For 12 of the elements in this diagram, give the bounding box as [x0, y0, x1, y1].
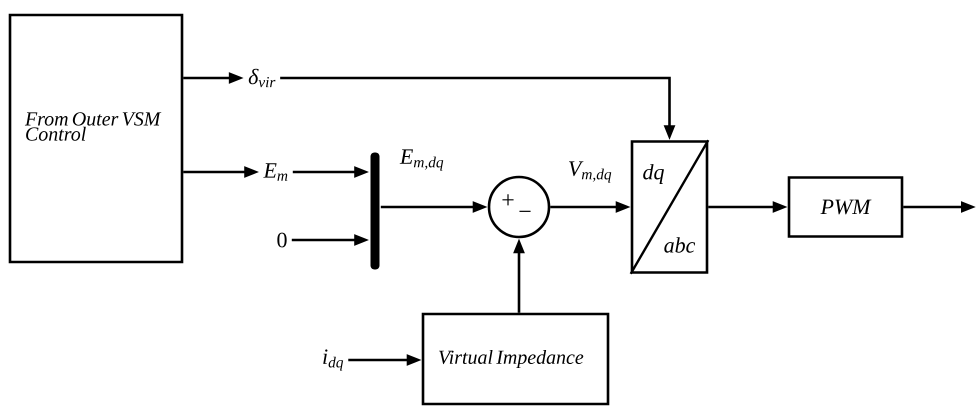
mux-bar	[370, 152, 380, 270]
signal-label: δ$_{vir}$	[248, 68, 276, 88]
transform-block: dq abc	[630, 140, 710, 274]
block-label: PWM	[820, 200, 872, 214]
block-label: Virtual Impedance	[439, 350, 584, 368]
block-label: From Outer VSM Control	[24, 112, 162, 141]
edge-label: E$_{m,dq}$	[400, 149, 444, 171]
signal-label: 0	[277, 232, 287, 248]
summing-junction: + −	[488, 176, 550, 238]
edge-label: V$_{m,dq}$	[569, 161, 612, 183]
signal-label: E$_{m}$	[263, 163, 288, 181]
signal-label: i$_{dq}$	[323, 349, 344, 371]
